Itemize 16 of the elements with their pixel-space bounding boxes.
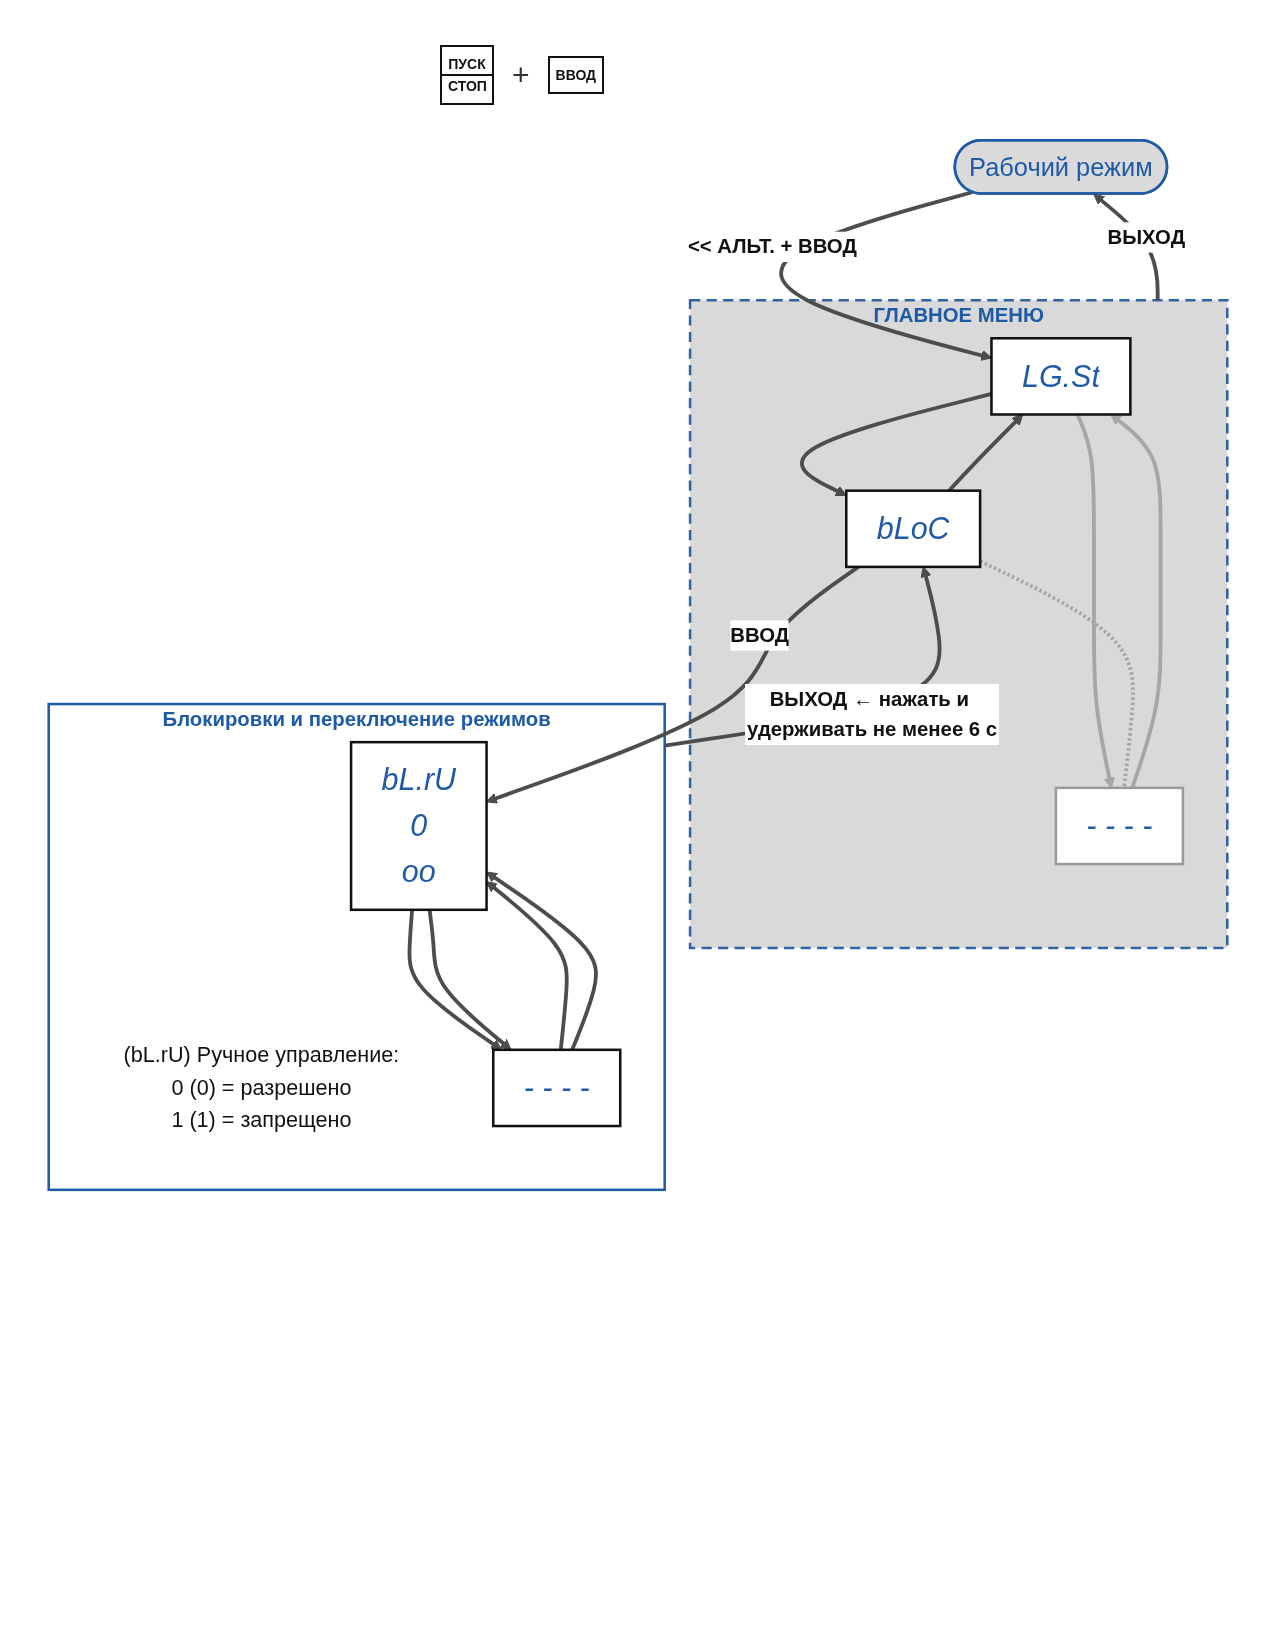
plus-sign: +	[512, 58, 530, 92]
node-box: bLoC	[844, 489, 981, 569]
node-label: 0 (0) = разрешено	[170, 1075, 351, 1100]
node-box: - - - -	[491, 1048, 621, 1128]
arrow	[407, 909, 502, 1051]
keyboard-key: ВВОД	[547, 56, 605, 94]
edge-label: ВЫХОД	[1107, 226, 1185, 248]
edge-label: << АЛЬТ. + ВВОД	[687, 235, 857, 257]
node-label: 1 (1) = запрещено	[170, 1107, 351, 1133]
keyboard-key: ПУСК СТОП	[440, 45, 494, 105]
node-label: (bL.rU) Ручное управление:	[123, 1043, 399, 1068]
node-box: - - - -	[1054, 786, 1184, 866]
edge-label: ВЫХОД ← нажать и удерживать не менее 6 с	[746, 687, 997, 740]
node-box: bL.rU 0 oo	[349, 740, 488, 912]
edge-label: ВВОД	[729, 624, 789, 646]
arrow	[663, 566, 942, 748]
